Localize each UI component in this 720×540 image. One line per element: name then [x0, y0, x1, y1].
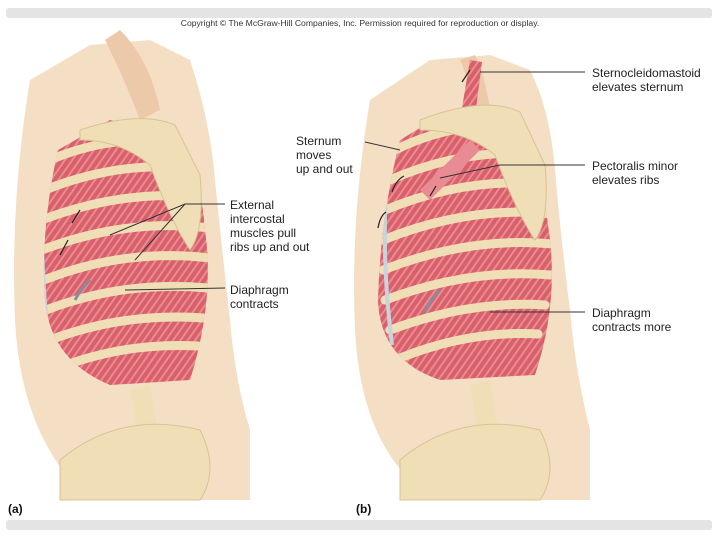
label-diaphragm-contracts: Diaphragm contracts: [230, 283, 289, 311]
panel-b-letter: (b): [356, 502, 372, 516]
panel-a-letter: (a): [8, 502, 23, 516]
copyright-notice: Copyright © The McGraw-Hill Companies, I…: [180, 18, 540, 28]
torso-a: [14, 30, 250, 501]
leader-lines-b: [364, 71, 585, 313]
leader-lines-a: [109, 203, 226, 291]
top-frame-bar: [6, 8, 712, 18]
label-pectoralis-minor: Pectoralis minor elevates ribs: [592, 159, 679, 187]
label-sternum-moves: Sternum moves up and out: [296, 134, 353, 176]
label-sternocleidomastoid: Sternocleidomastoid elevates sternum: [592, 66, 701, 94]
torso-b: [354, 55, 590, 501]
label-external-intercostal: External intercostal muscles pull ribs u…: [230, 198, 310, 254]
label-diaphragm-contracts-more: Diaphragm contracts more: [592, 306, 672, 334]
pectoralis-minor-muscle: [420, 140, 480, 200]
bottom-frame-bar: [6, 520, 712, 530]
